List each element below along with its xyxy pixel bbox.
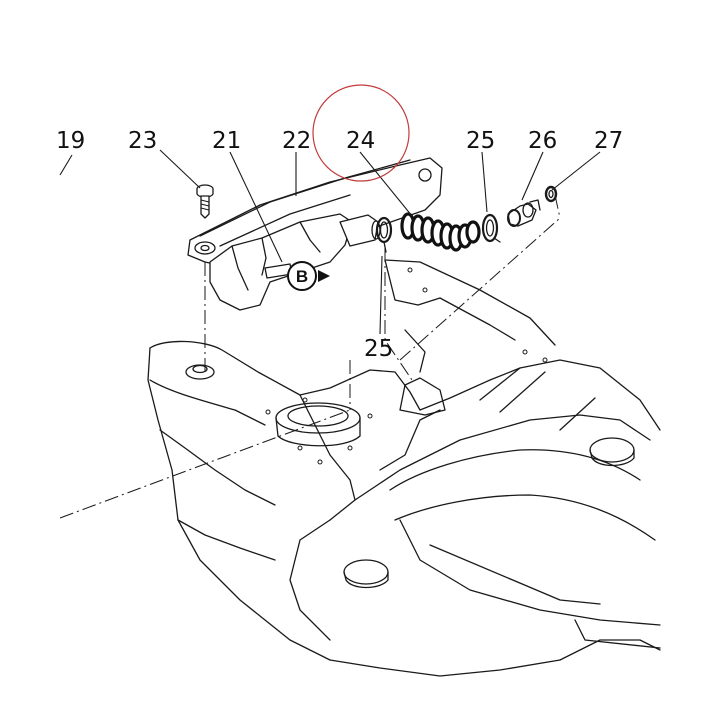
clamp-part-25-right — [481, 213, 501, 243]
upper-plate — [384, 259, 556, 373]
grommet-right — [589, 437, 635, 467]
small-holes — [407, 267, 548, 363]
reference-badge-b: B — [287, 261, 330, 291]
label-27: 27 — [594, 128, 623, 154]
highlight-circle — [312, 84, 410, 182]
label-26: 26 — [528, 128, 557, 154]
assembly-lines — [59, 194, 561, 519]
label-25-top: 25 — [466, 128, 495, 154]
leader-lines — [59, 149, 601, 335]
hose-part-24 — [400, 212, 481, 252]
grommet-left — [185, 364, 215, 380]
screw-part-23 — [196, 184, 214, 219]
badge-letter: B — [296, 267, 308, 286]
label-25-bottom: 25 — [364, 336, 393, 362]
round-opening — [265, 397, 373, 465]
label-19: 19 — [56, 128, 85, 154]
connector-part-26 — [507, 199, 541, 227]
frame-body — [147, 340, 661, 677]
label-21: 21 — [212, 128, 241, 154]
grommet-front — [343, 559, 389, 589]
label-24: 24 — [346, 128, 375, 154]
oring-part-27 — [544, 185, 558, 203]
arrow-right-icon — [318, 270, 330, 282]
clamp-part-25-left — [375, 216, 393, 253]
label-22: 22 — [282, 128, 311, 154]
label-23: 23 — [128, 128, 157, 154]
